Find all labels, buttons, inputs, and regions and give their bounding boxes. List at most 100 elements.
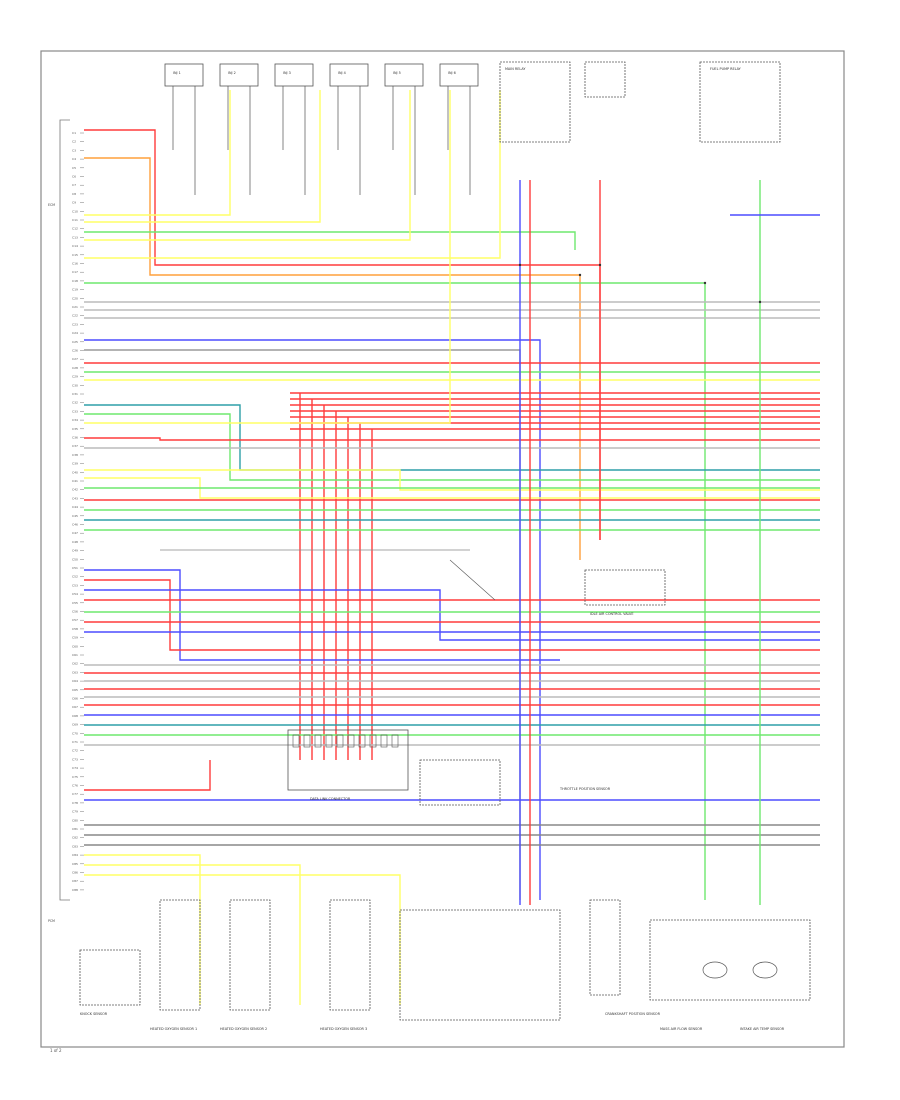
wire-yellow-1 bbox=[84, 90, 231, 216]
ecm-pin-number: C23 bbox=[72, 322, 78, 326]
crank-sensor bbox=[589, 899, 621, 996]
fuel-pump-relay-box bbox=[699, 61, 781, 143]
ecm-pin-number: C33 bbox=[72, 409, 78, 413]
ecm-pin-number: C19 bbox=[72, 288, 78, 292]
ecm-pin-number: C47 bbox=[72, 531, 78, 535]
ecm-pin-number: C74 bbox=[72, 766, 78, 770]
ecm-pin-number: C59 bbox=[72, 636, 78, 640]
wire-gray-4 bbox=[84, 349, 521, 900]
label-layer: ECMPCMC1C2C3C4C5C6C7C8C9C10C11C12C13C14C… bbox=[48, 67, 785, 1031]
wire-teal-1 bbox=[84, 404, 820, 471]
ecm-pin-number: C41 bbox=[72, 479, 78, 483]
ecm-pin-number: C17 bbox=[72, 270, 78, 274]
ecm-pin-number: C7 bbox=[72, 183, 76, 187]
ecm-pin-number: C67 bbox=[72, 705, 78, 709]
injector-5 bbox=[384, 63, 424, 87]
ecm-pin-number: C31 bbox=[72, 392, 78, 396]
ecm-pin-number: C1 bbox=[72, 131, 76, 135]
ecm-pin-number: C53 bbox=[72, 583, 78, 587]
ecm-pin-number: C64 bbox=[72, 679, 78, 683]
ecm-pin-number: C16 bbox=[72, 262, 78, 266]
ecm-pin-number: C14 bbox=[72, 244, 78, 248]
frame-number: 1 of 2 bbox=[50, 1048, 62, 1053]
dlc-pin bbox=[391, 734, 399, 748]
injector-label: INJ 5 bbox=[393, 71, 401, 75]
component-layer bbox=[59, 61, 811, 1021]
ecm-pin-number: C39 bbox=[72, 462, 78, 466]
ecm-pin-number: C71 bbox=[72, 740, 78, 744]
ecm-pin-number: C30 bbox=[72, 383, 78, 387]
ecm-pin-number: C72 bbox=[72, 749, 78, 753]
dlc-pin bbox=[358, 734, 366, 748]
wire-orange-1 bbox=[84, 157, 581, 560]
wire-yellow-11 bbox=[84, 874, 401, 1005]
dlc-pin bbox=[292, 734, 300, 748]
injector-1 bbox=[164, 63, 204, 87]
ecm-pin-number: C25 bbox=[72, 340, 78, 344]
wire-blue-2 bbox=[84, 569, 560, 661]
iat-element bbox=[752, 961, 778, 979]
wire-yellow-10 bbox=[84, 864, 301, 1005]
ecm-pin-number: C26 bbox=[72, 349, 78, 353]
injector-label: INJ 6 bbox=[448, 71, 456, 75]
dlc-pin bbox=[380, 734, 388, 748]
ecm-pin-number: C42 bbox=[72, 488, 78, 492]
ecm-pin-number: C68 bbox=[72, 714, 78, 718]
ecm-pin-number: C70 bbox=[72, 731, 78, 735]
knock-sensor-label: KNOCK SENSOR bbox=[80, 1012, 108, 1016]
pcm-label: PCM bbox=[48, 919, 55, 923]
wire-red-8 bbox=[84, 760, 211, 791]
wire-yellow-9 bbox=[84, 854, 201, 1005]
dlc-pin bbox=[325, 734, 333, 748]
ecm-pin-number: C28 bbox=[72, 366, 78, 370]
ecm-pin-number: C55 bbox=[72, 601, 78, 605]
wire-red-5 bbox=[84, 579, 820, 651]
ecm-pin-number: C61 bbox=[72, 653, 78, 657]
leader-line bbox=[449, 559, 496, 601]
ecm-pin-number: C46 bbox=[72, 523, 78, 527]
wire-blue-1 bbox=[84, 339, 541, 900]
ecm-pin-number: C62 bbox=[72, 662, 78, 666]
ecm-pin-number: C81 bbox=[72, 827, 78, 831]
ecm-pin-number: C82 bbox=[72, 836, 78, 840]
ecm-pin-number: C32 bbox=[72, 401, 78, 405]
ecm-pin-number: C27 bbox=[72, 357, 78, 361]
idle-air-control-valve bbox=[584, 569, 666, 606]
injector-label: INJ 4 bbox=[338, 71, 346, 75]
ecm-pin-number: C2 bbox=[72, 140, 76, 144]
o2-sensor-label: HEATED OXYGEN SENSOR 1 bbox=[150, 1027, 197, 1031]
dlc-pin bbox=[336, 734, 344, 748]
iat-label: INTAKE AIR TEMP SENSOR bbox=[740, 1027, 785, 1031]
injector-6 bbox=[439, 63, 479, 87]
ecm-pin-number: C52 bbox=[72, 575, 78, 579]
ecm-pin-number: C44 bbox=[72, 505, 78, 509]
wire-green-2 bbox=[84, 282, 706, 900]
o2-sensor-label: HEATED OXYGEN SENSOR 3 bbox=[320, 1027, 367, 1031]
oxygen-sensor-2 bbox=[229, 899, 271, 1011]
ecm-pin-number: C3 bbox=[72, 148, 76, 152]
ecm-pin-number: C85 bbox=[72, 862, 78, 866]
dlc-pin bbox=[347, 734, 355, 748]
ecm-pin-number: C37 bbox=[72, 444, 78, 448]
ecm-pin-number: C56 bbox=[72, 610, 78, 614]
ecm-pin-number: C34 bbox=[72, 418, 78, 422]
ecm-pin-number: C76 bbox=[72, 784, 78, 788]
throttle-position-sensor bbox=[419, 759, 501, 806]
diagram-frame bbox=[40, 50, 845, 1048]
crank-sensor-label: CRANKSHAFT POSITION SENSOR bbox=[605, 1012, 661, 1016]
ecm-pin-number: C75 bbox=[72, 775, 78, 779]
ecm-pin-number: C49 bbox=[72, 549, 78, 553]
ecm-pin-number: C54 bbox=[72, 592, 78, 596]
dlc-pin bbox=[314, 734, 322, 748]
oxygen-sensor-3 bbox=[329, 899, 371, 1011]
ecm-pin-number: C73 bbox=[72, 757, 78, 761]
relay-label: FUEL PUMP RELAY bbox=[710, 67, 742, 71]
ecm-pin-number: C29 bbox=[72, 375, 78, 379]
ecm-pin-number: C10 bbox=[72, 209, 78, 213]
ecm-pin-number: C9 bbox=[72, 201, 76, 205]
ecm-pin-number: C63 bbox=[72, 670, 78, 674]
dlc-pin bbox=[303, 734, 311, 748]
ecm-pin-number: C11 bbox=[72, 218, 78, 222]
wire-green-1 bbox=[84, 231, 576, 250]
ecm-pin-number: C4 bbox=[72, 157, 76, 161]
